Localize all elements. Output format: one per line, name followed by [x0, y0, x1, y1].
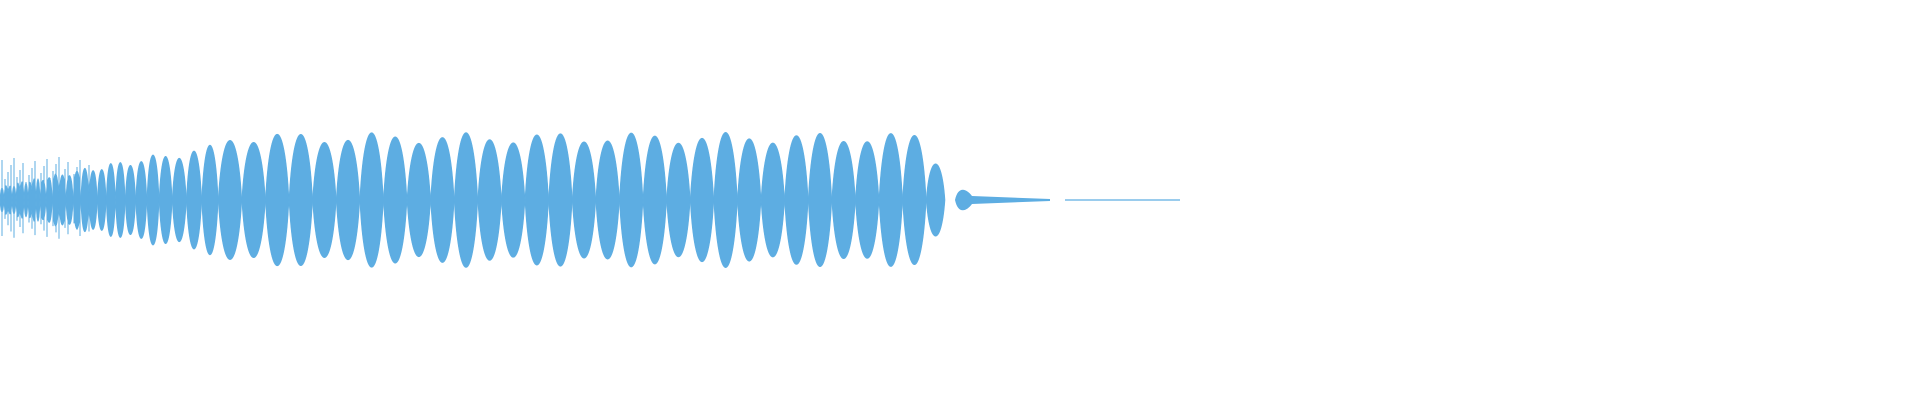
waveform-lobe — [146, 154, 160, 246]
waveform-lobe — [241, 141, 266, 259]
waveform-lobe — [619, 132, 644, 268]
waveform-lobe — [201, 145, 219, 255]
waveform-lobe — [642, 135, 667, 265]
waveform-lobe — [88, 170, 98, 230]
waveform-lobe — [760, 142, 785, 258]
waveform-lobe — [383, 136, 408, 264]
waveform-lobe — [105, 163, 116, 237]
waveform-lobe — [186, 150, 203, 250]
waveform-release — [955, 189, 1050, 211]
waveform-lobe — [807, 132, 833, 268]
waveform-lobe — [855, 141, 880, 259]
waveform-lobe — [335, 139, 361, 261]
waveform-lobe — [737, 138, 762, 262]
waveform-lobe — [713, 132, 738, 268]
waveform-lobe — [571, 141, 597, 259]
waveform-lobe — [65, 175, 74, 225]
waveform-lobe — [689, 137, 715, 263]
waveform-lobe — [171, 158, 187, 242]
waveform-lobe — [831, 140, 856, 260]
waveform-lobe — [115, 162, 126, 238]
waveform-lobe — [878, 133, 903, 267]
waveform-lobe — [124, 164, 137, 236]
waveform-lobe — [501, 142, 526, 258]
waveform-lobe — [430, 137, 455, 263]
waveform-lobe — [288, 134, 313, 267]
waveform-lobe — [477, 139, 502, 261]
waveform-lobe — [217, 140, 243, 261]
waveform-lobe — [524, 134, 549, 266]
waveform-lobe — [265, 133, 290, 267]
waveform-lobe — [666, 143, 691, 257]
waveform-lobe — [902, 134, 927, 266]
waveform-lobe — [784, 135, 809, 265]
waveform-lobe — [359, 132, 384, 268]
waveform-lobe — [453, 132, 479, 268]
waveform-lobe — [96, 169, 107, 231]
waveform-lobe — [548, 133, 573, 267]
waveform-lobe — [925, 163, 946, 237]
waveform-lobe — [595, 140, 620, 260]
waveform-lobe — [80, 167, 90, 233]
waveform-lobe — [158, 155, 173, 245]
waveform-lobe — [135, 161, 148, 239]
waveform-lobe — [312, 142, 337, 258]
waveform-lobe — [406, 143, 431, 257]
